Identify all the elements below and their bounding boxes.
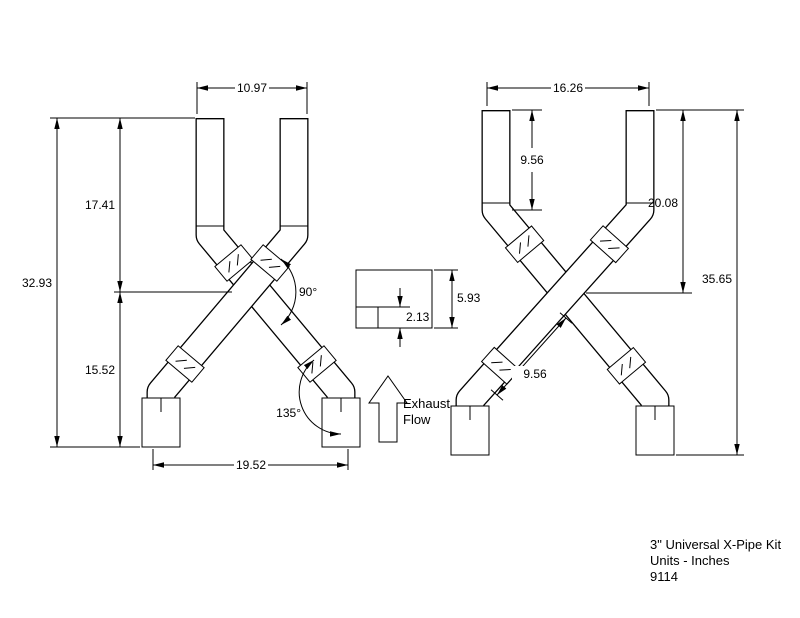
angle-label: 90° [299,285,317,299]
right-xpipe-view: 16.26 9.56 20.08 35.65 9.56 [450,81,744,456]
dim-upper-height: 17.41 [85,118,232,293]
dim-bottom-width: 19.52 [152,449,349,472]
dim-label: 15.52 [85,363,115,377]
pipe-clamp [165,345,205,383]
angle-label: 135° [276,406,301,420]
dim-label: 10.97 [237,81,267,95]
title-block: 3" Universal X-Pipe Kit Units - Inches 9… [650,537,781,584]
dim-label: 2.13 [406,310,430,324]
dim-label: 5.93 [457,291,481,305]
pipe-clamp [606,346,647,385]
dim-label: 17.41 [85,198,115,212]
dim-lower-height: 15.52 [85,292,123,447]
title-units: Units - Inches [650,553,730,568]
dim-upper-height: 20.08 [586,110,692,294]
pipe-clamp [214,244,254,282]
dim-label: 35.65 [702,272,732,286]
exhaust-flange [141,397,181,448]
dim-label: 16.26 [553,81,583,95]
pipe-clamp [589,225,630,264]
coupler-detail-view: 5.93 2.13 [355,269,481,347]
dim-label: 19.52 [236,458,266,472]
exhaust-flow-indicator: Exhaust Flow [368,375,450,443]
angle-cross-annotation: 90° [280,258,317,326]
dim-lower-pipe-length: 9.56 [490,312,573,401]
title-part-number: 9114 [650,569,678,584]
dim-label: 20.08 [648,196,678,210]
left-xpipe-view: 10.97 32.93 17.41 15.52 19.52 90° [22,81,361,472]
title-product: 3" Universal X-Pipe Kit [650,537,781,552]
dim-detail-height: 5.93 [434,269,481,329]
pipe-clamp [504,225,545,264]
dim-label: 32.93 [22,276,52,290]
dim-total-height: 35.65 [656,109,744,456]
exhaust-flange [321,397,361,448]
up-arrow-icon [368,375,408,443]
flow-label-line2: Flow [403,412,431,427]
dim-top-width: 10.97 [196,81,308,114]
flow-label-line1: Exhaust [403,396,450,411]
exhaust-flange [635,405,675,456]
dim-detail-depth: 2.13 [378,288,430,347]
left-pipe-a [195,118,356,447]
dim-top-width: 16.26 [486,81,650,106]
left-pipe-b [146,118,309,447]
dim-label: 9.56 [520,153,544,167]
dim-total-height: 32.93 [22,117,195,448]
dim-label: 9.56 [523,367,547,381]
dim-top-pipe-length: 9.56 [512,109,544,211]
exhaust-flange [450,405,490,456]
angle-bend-annotation: 135° [276,359,342,437]
